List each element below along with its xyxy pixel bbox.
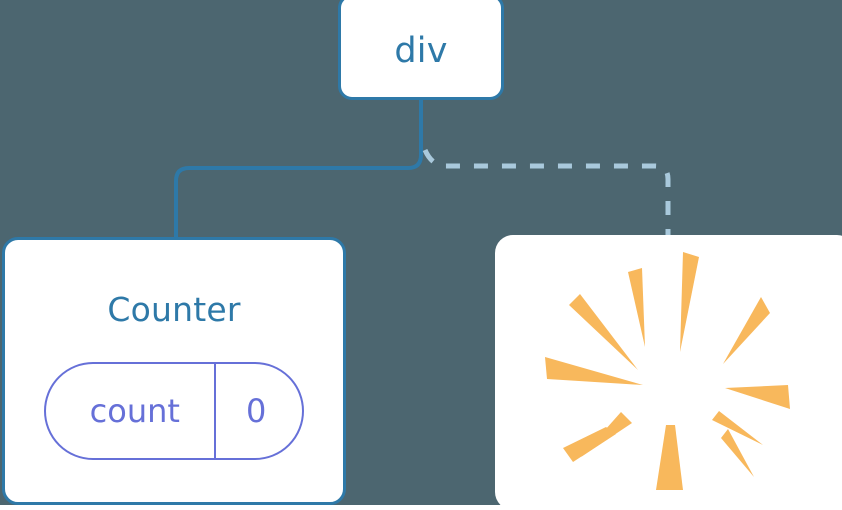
- burst-sparkle-icon: [545, 252, 790, 490]
- node-div-label: div: [394, 30, 448, 71]
- edge-div-to-burst: [422, 148, 671, 237]
- edge-div-to-counter: [174, 100, 423, 237]
- node-counter[interactable]: Counter count 0: [2, 237, 346, 505]
- node-counter-label: Counter: [107, 290, 241, 329]
- node-rerender-flash[interactable]: [495, 235, 842, 510]
- node-div[interactable]: div: [338, 0, 504, 100]
- prop-value: 0: [213, 364, 302, 458]
- prop-pill-count[interactable]: count 0: [43, 362, 305, 460]
- prop-key: count: [89, 392, 180, 430]
